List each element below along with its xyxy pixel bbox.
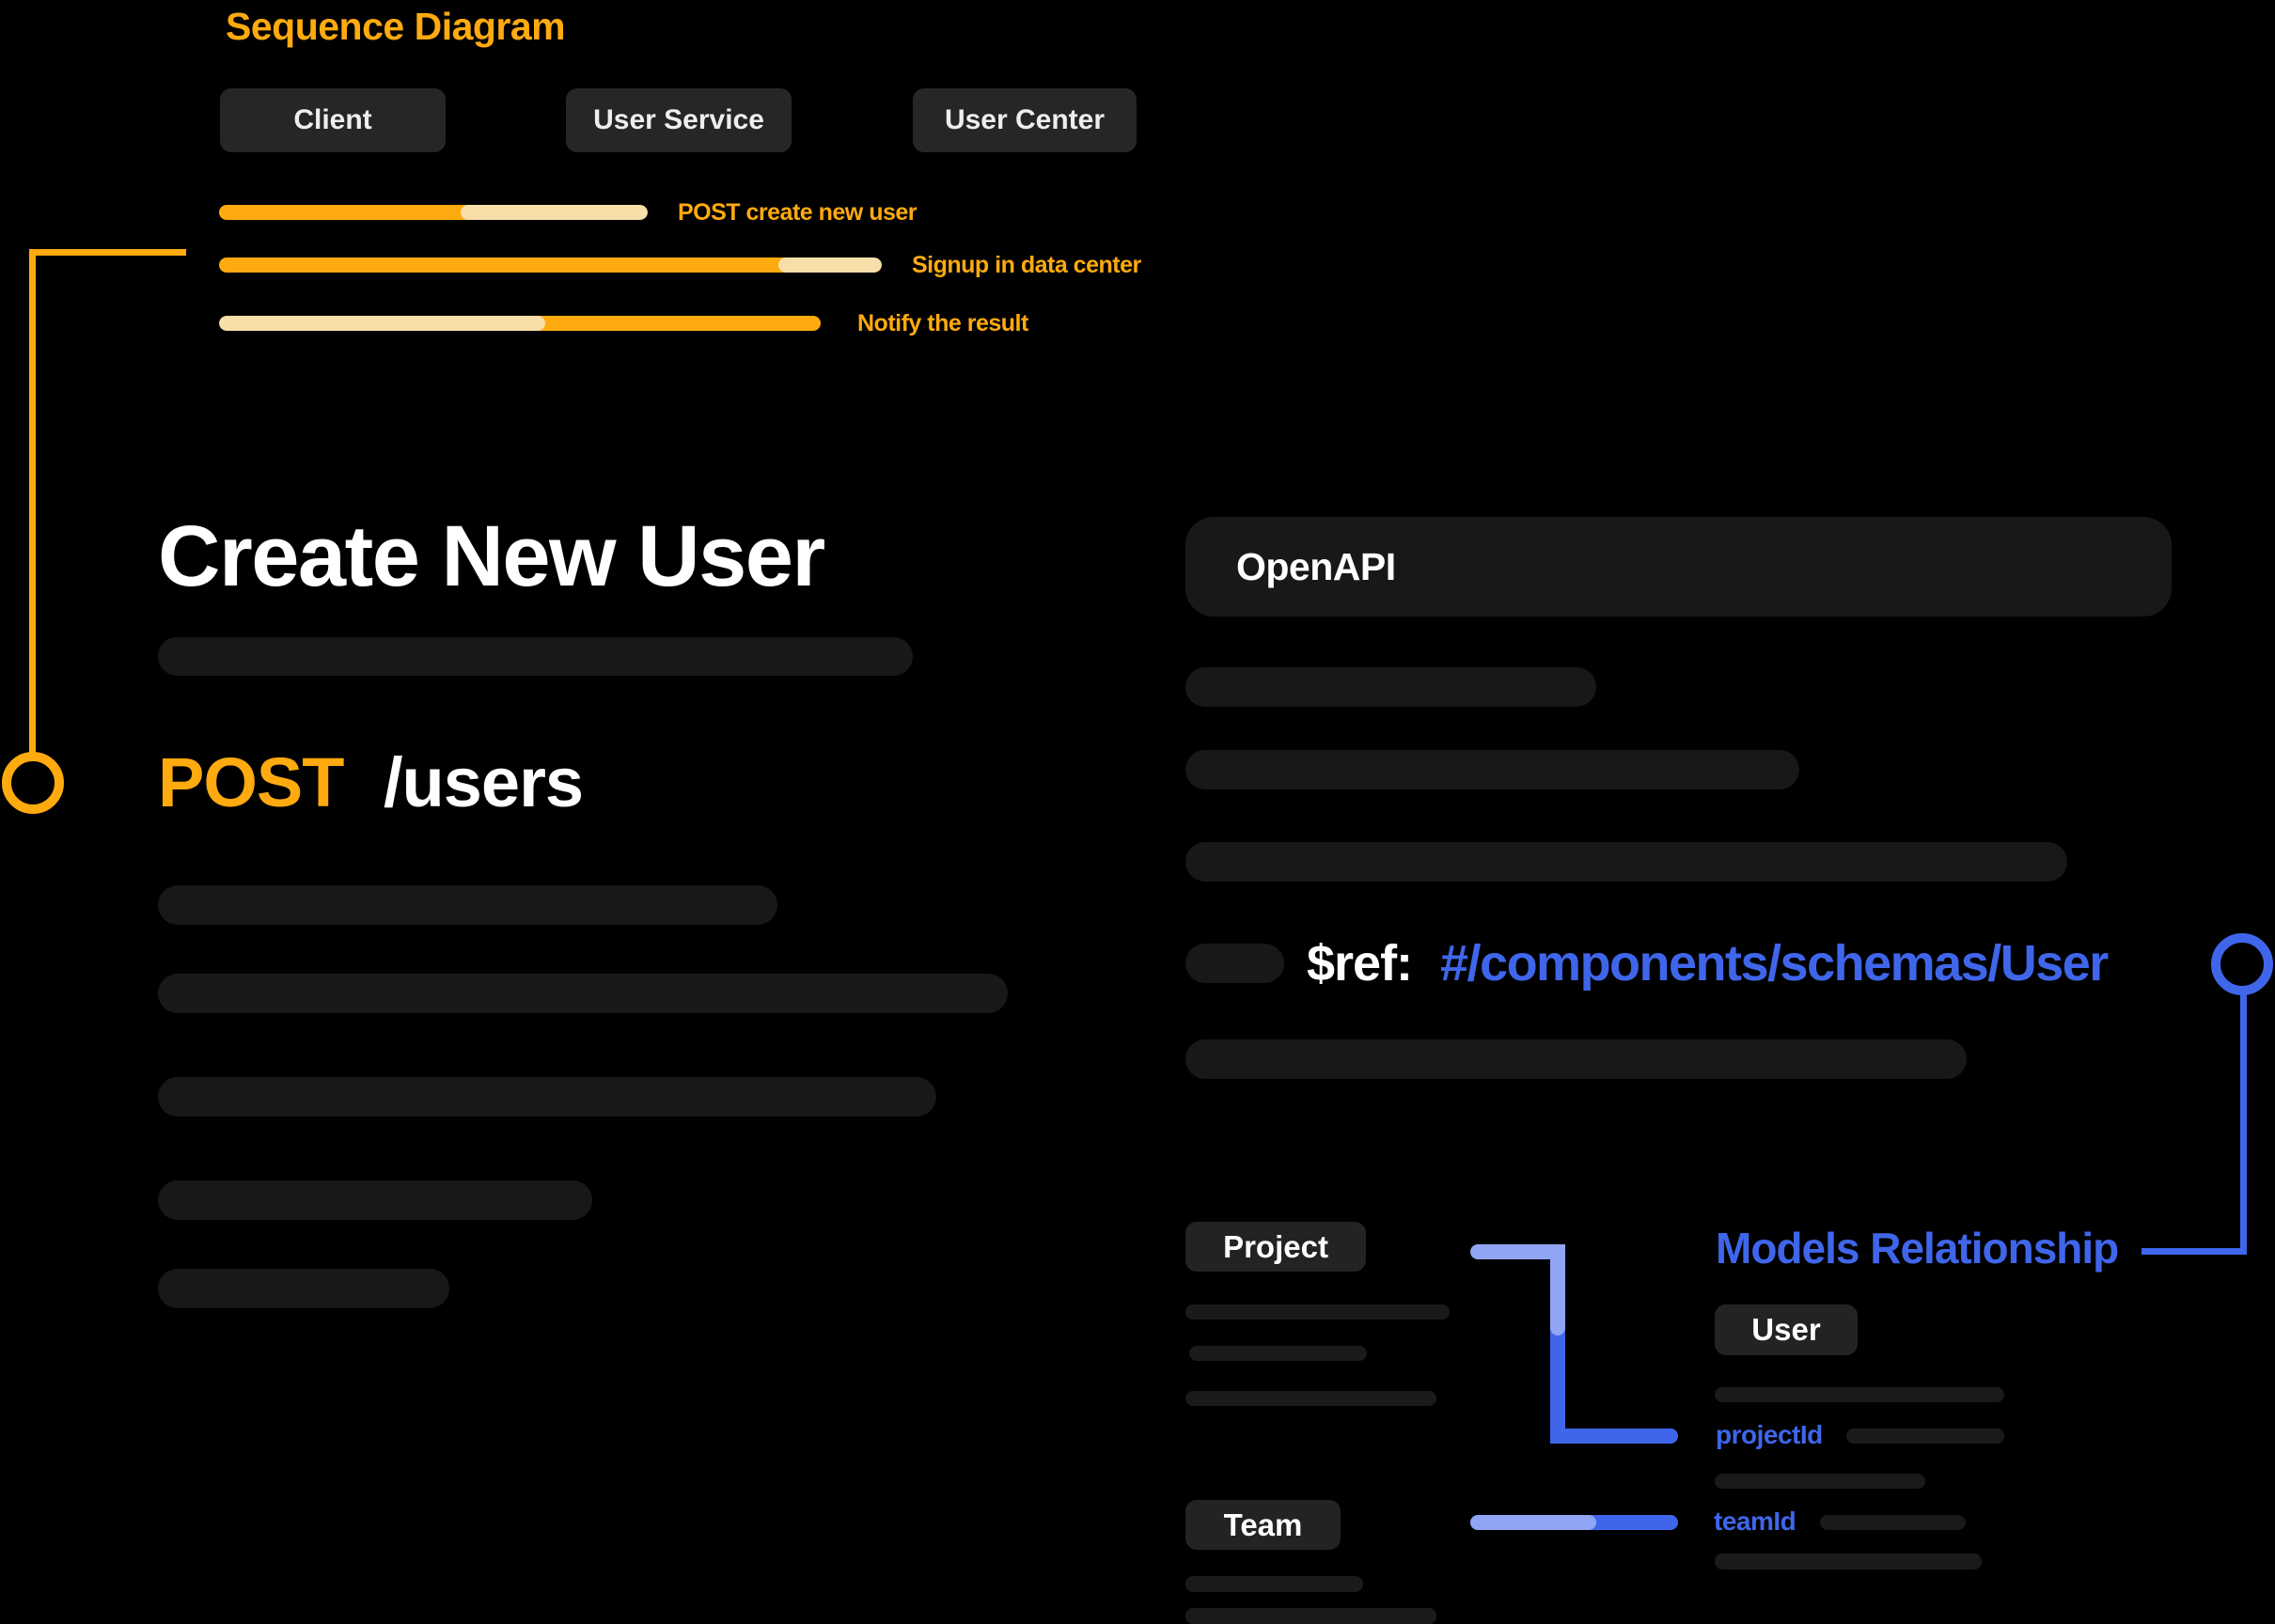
endpoint-path: /users: [384, 743, 584, 821]
project-link-bottom: [1550, 1429, 1678, 1444]
team-field-placeholder-2: [1185, 1608, 1436, 1624]
models-relationship-title: Models Relationship: [1716, 1224, 2119, 1273]
orange-connector-node-icon: [2, 752, 64, 814]
project-link-vertical: [1550, 1316, 1565, 1444]
ref-key: $ref:: [1307, 935, 1413, 992]
user-field-placeholder-2: [1715, 1474, 1925, 1489]
message-label-signup-data-center: Signup in data center: [912, 252, 1141, 278]
user-field-placeholder-1: [1715, 1387, 2004, 1402]
project-field-placeholder-3: [1185, 1391, 1436, 1406]
projectid-type-placeholder: [1846, 1429, 2004, 1444]
ref-indent-placeholder: [1185, 944, 1284, 983]
openapi-placeholder-3: [1185, 842, 2067, 882]
message-bar-signup-data-center: [219, 258, 882, 273]
orange-connector-vertical: [29, 249, 36, 755]
endpoint-detail-placeholder-2: [158, 974, 1008, 1013]
endpoint-detail-placeholder-4: [158, 1180, 592, 1220]
actor-client: Client: [220, 88, 446, 152]
message-label-notify-result: Notify the result: [857, 310, 1028, 336]
description-placeholder: [158, 637, 913, 676]
openapi-placeholder-2: [1185, 750, 1799, 789]
project-link-top: [1470, 1244, 1565, 1259]
openapi-header: OpenAPI: [1185, 517, 2172, 617]
message-bar-notify-result: [219, 316, 821, 331]
sequence-diagram-title: Sequence Diagram: [226, 5, 566, 48]
endpoint-detail-placeholder-3: [158, 1077, 936, 1116]
endpoint-detail-placeholder-5: [158, 1269, 449, 1308]
model-user: User: [1715, 1304, 1858, 1355]
blue-connector-node-icon: [2211, 933, 2273, 995]
blue-connector-horizontal: [2142, 1248, 2247, 1255]
actor-user-service: User Service: [566, 88, 792, 152]
message-label-post-create-user: POST create new user: [678, 199, 918, 226]
team-field-placeholder-1: [1185, 1576, 1363, 1592]
user-field-projectid: projectId: [1716, 1420, 1823, 1449]
orange-connector-horizontal: [29, 249, 186, 256]
user-field-teamid: teamId: [1714, 1507, 1796, 1536]
team-link-light: [1470, 1515, 1596, 1530]
model-team: Team: [1185, 1500, 1341, 1550]
openapi-header-label: OpenAPI: [1236, 545, 1396, 588]
openapi-placeholder-4: [1185, 1039, 1967, 1079]
message-bar-post-create-user: [219, 205, 648, 220]
project-field-placeholder-2: [1189, 1346, 1367, 1361]
project-link-vertical-light: [1550, 1244, 1565, 1335]
endpoint-title: Create New User: [158, 508, 825, 604]
user-field-placeholder-3: [1715, 1554, 1982, 1569]
teamid-type-placeholder: [1820, 1515, 1966, 1530]
blue-connector-vertical: [2240, 993, 2247, 1255]
model-project: Project: [1185, 1222, 1366, 1272]
openapi-placeholder-1: [1185, 667, 1596, 707]
project-field-placeholder-1: [1185, 1304, 1450, 1320]
http-method: POST: [158, 743, 344, 821]
ref-value-link[interactable]: #/components/schemas/User: [1440, 935, 2109, 992]
actor-user-center: User Center: [913, 88, 1137, 152]
endpoint-detail-placeholder-1: [158, 885, 777, 925]
